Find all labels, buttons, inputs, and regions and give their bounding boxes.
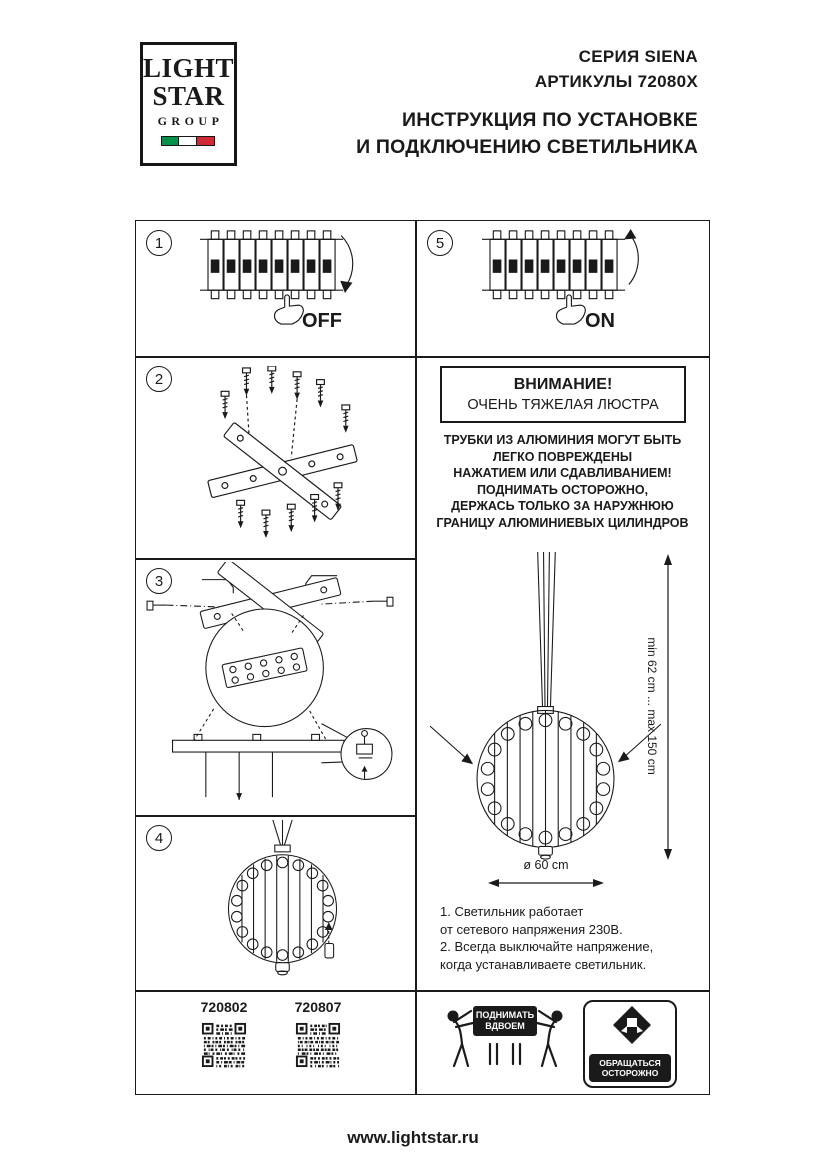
- lift-with-two-people-badge: ПОДНИМАТЬ ВДВОЕМ: [440, 1000, 570, 1088]
- logo-word-star: STAR: [152, 81, 225, 111]
- table-row-divider-4: [135, 990, 710, 992]
- care-badge-line2: ОСТОРОЖНО: [601, 1068, 659, 1078]
- suspended-chandelier-diagram: [429, 552, 662, 860]
- series-title: СЕРИЯ SIENA: [578, 47, 698, 66]
- instruction-title-line2: И ПОДКЛЮЧЕНИЮ СВЕТИЛЬНИКА: [356, 136, 698, 158]
- warning-box: ВНИМАНИЕ! ОЧЕНЬ ТЯЖЕЛАЯ ЛЮСТРА: [440, 366, 686, 423]
- diameter-dimension-arrow: [488, 879, 604, 887]
- qr-label-720802: 720802: [200, 999, 248, 1015]
- italian-flag-icon: [160, 136, 216, 146]
- step-5-badge: 5: [427, 230, 453, 256]
- assembly-wiring-diagram: [146, 562, 394, 801]
- care-badge-line1: ОБРАЩАТЬСЯ: [599, 1058, 661, 1068]
- two-people-lifting-icon: [447, 1006, 563, 1068]
- lift-badge-line1: ПОДНИМАТЬ: [475, 1010, 535, 1020]
- chandelier-sphere-diagram: [227, 820, 338, 976]
- power-notes: 1. Светильник работает от сетевого напря…: [440, 904, 654, 972]
- handle-with-care-badge: ОБРАЩАТЬСЯ ОСТОРОЖНО: [583, 1000, 677, 1088]
- logo-word-group: GROUP: [157, 114, 224, 128]
- care-badge-text: ОБРАЩАТЬСЯ ОСТОРОЖНО: [589, 1054, 671, 1082]
- lift-badge-text: ПОДНИМАТЬ ВДВОЕМ: [473, 1006, 537, 1036]
- breaker-panel-on-diagram: [482, 229, 639, 325]
- table-row-divider-3: [135, 815, 416, 817]
- off-label: OFF: [302, 310, 342, 332]
- flag-red-cell: [196, 136, 216, 146]
- warning-title: ВНИМАНИЕ!: [513, 376, 613, 393]
- step-3-badge: 3: [146, 568, 172, 594]
- height-dimension-arrow: [664, 554, 672, 860]
- qr-code-720802: [201, 1022, 247, 1068]
- breaker-panel-off-diagram: [200, 230, 354, 325]
- steps-table-border: [135, 220, 710, 1095]
- flag-green-cell: [160, 136, 180, 146]
- website-url: www.lightstar.ru: [347, 1128, 479, 1147]
- logo-word-light: LIGHT: [142, 53, 235, 83]
- qr-code-720807: [295, 1022, 341, 1068]
- articles-title: АРТИКУЛЫ 72080X: [534, 72, 698, 91]
- bracket-screws-diagram: [207, 366, 358, 537]
- diameter-dimension-label: ø 60 cm: [523, 858, 569, 872]
- table-row-divider-2: [135, 558, 416, 560]
- step-2-badge: 2: [146, 366, 172, 392]
- warning-subtitle: ОЧЕНЬ ТЯЖЕЛАЯ ЛЮСТРА: [467, 397, 659, 413]
- step-1-badge: 1: [146, 230, 172, 256]
- step-4-badge: 4: [146, 825, 172, 851]
- qr-label-720807: 720807: [294, 999, 342, 1015]
- instruction-title-line1: ИНСТРУКЦИЯ ПО УСТАНОВКЕ: [401, 109, 698, 131]
- height-dimension-label: min 62 cm ... max 150 cm: [645, 637, 659, 775]
- table-row-divider-1: [135, 356, 710, 358]
- hands-holding-box-icon: [613, 1006, 651, 1044]
- lift-badge-line2: ВДВОЕМ: [485, 1021, 525, 1031]
- document-header: СЕРИЯ SIENA АРТИКУЛЫ 72080X ИНСТРУКЦИЯ П…: [356, 44, 698, 161]
- flag-white-cell: [178, 136, 198, 146]
- on-label: ON: [585, 310, 615, 332]
- warning-body-text: ТРУБКИ ИЗ АЛЮМИНИЯ МОГУТ БЫТЬ ЛЕГКО ПОВР…: [436, 433, 689, 530]
- lightstar-logo: LIGHT STAR GROUP: [140, 42, 237, 166]
- table-vertical-divider: [415, 220, 417, 1095]
